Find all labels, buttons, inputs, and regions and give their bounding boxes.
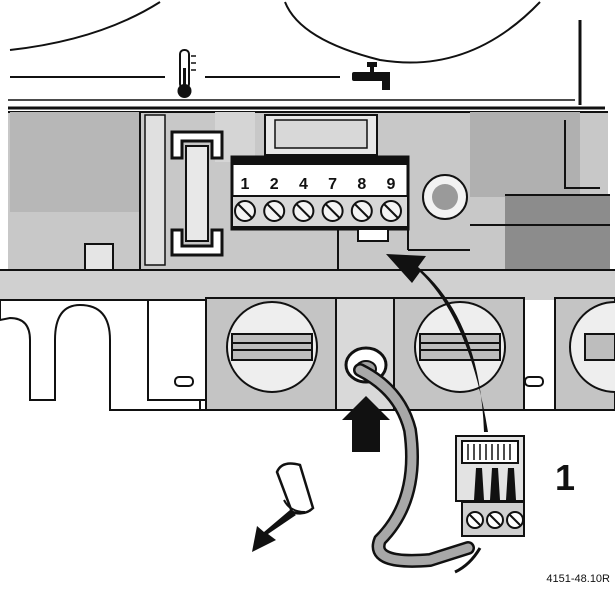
terminal-screw-2[interactable] xyxy=(263,200,286,222)
round-knob xyxy=(422,174,468,220)
cable xyxy=(353,363,482,574)
terminal-label-4: 4 xyxy=(299,176,308,193)
connector-callout: 1 xyxy=(555,457,575,498)
screw-mount-left xyxy=(205,297,337,411)
screw-mount-right xyxy=(393,297,544,411)
tap-icon xyxy=(352,62,390,90)
top-panel xyxy=(8,1,605,110)
thermometer-icon xyxy=(177,49,196,98)
terminal-screw-7[interactable] xyxy=(321,200,344,222)
housing-band xyxy=(8,111,610,271)
terminal-screw-9[interactable] xyxy=(380,200,402,222)
terminal-screw-1[interactable] xyxy=(234,200,256,222)
screw-mount-far-right xyxy=(554,297,615,411)
lower-section xyxy=(0,269,615,411)
terminal-label-8: 8 xyxy=(357,176,366,193)
figure-code: 4151-48.10R xyxy=(546,573,610,585)
arrow-icon xyxy=(342,396,390,452)
terminal-label-9: 9 xyxy=(387,176,396,193)
terminal-label-1: 1 xyxy=(241,176,250,193)
curved-arrow-to-terminal xyxy=(386,254,488,432)
terminal-screw-8[interactable] xyxy=(350,200,373,222)
remove-direction-arrow xyxy=(252,510,296,552)
removed-cap xyxy=(275,462,315,515)
connector-plug xyxy=(455,435,525,537)
terminal-label-2: 2 xyxy=(270,176,279,193)
terminal-screw-4[interactable] xyxy=(292,200,315,222)
terminal-block: 1 2 4 7 8 9 xyxy=(230,155,410,270)
fuse-holder xyxy=(170,130,224,257)
terminal-label-7: 7 xyxy=(328,176,337,193)
